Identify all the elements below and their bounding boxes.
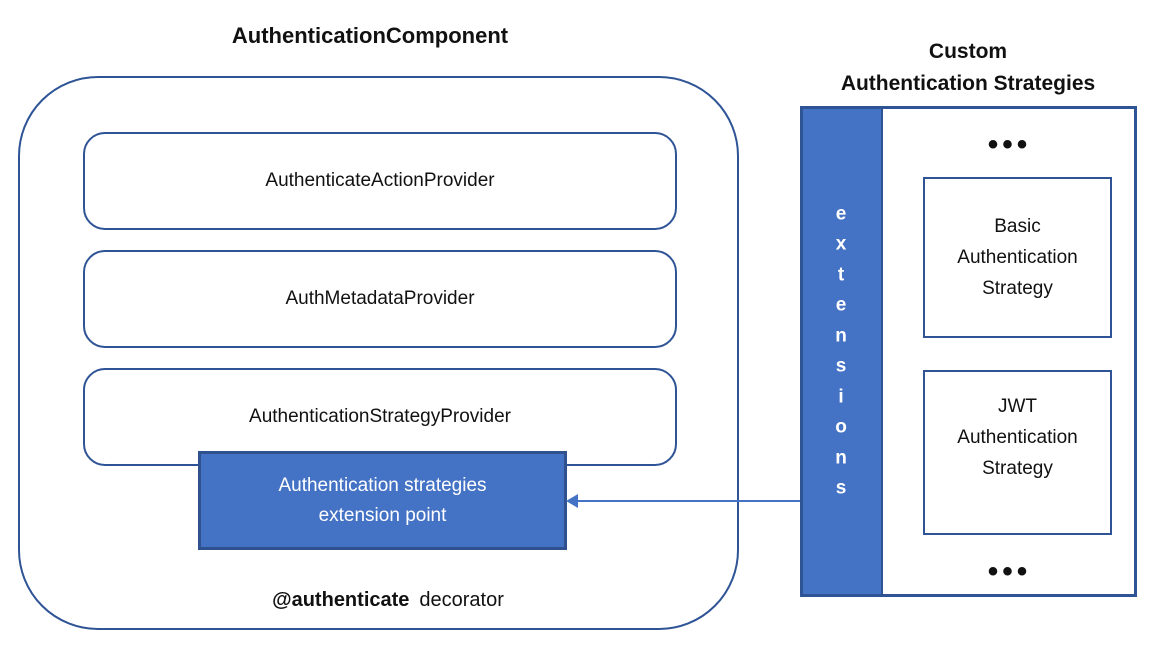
strategy-label: Basic Authentication Strategy <box>957 216 1078 299</box>
decorator-suffix: decorator <box>419 589 504 611</box>
provider-box-auth-metadata: AuthMetadataProvider <box>83 250 677 348</box>
decorator-name: @authenticate <box>272 589 410 611</box>
provider-label: AuthenticateActionProvider <box>265 170 495 191</box>
extension-point-box: Authentication strategies extension poin… <box>198 451 567 550</box>
authentication-component-container <box>18 76 739 630</box>
authentication-component-title: AuthenticationComponent <box>231 23 509 48</box>
strategy-label: JWT Authentication Strategy <box>957 396 1078 479</box>
strategy-box-basic: Basic Authentication Strategy <box>923 177 1112 338</box>
strategy-box-jwt: JWT Authentication Strategy <box>923 370 1112 535</box>
ellipsis-top: ••• <box>987 128 1032 161</box>
extension-arrow-line <box>576 500 800 502</box>
custom-strategies-title: Custom Authentication Strategies <box>840 40 1096 95</box>
provider-label: AuthMetadataProvider <box>285 288 475 309</box>
ellipsis-bottom: ••• <box>987 555 1032 588</box>
provider-box-authenticate-action: AuthenticateActionProvider <box>83 132 677 230</box>
decorator-caption: @authenticate decorator <box>18 589 758 612</box>
extension-point-label: Authentication strategies extension poin… <box>278 474 487 526</box>
provider-label: AuthenticationStrategyProvider <box>249 406 511 427</box>
arrow-left-icon <box>566 494 578 508</box>
